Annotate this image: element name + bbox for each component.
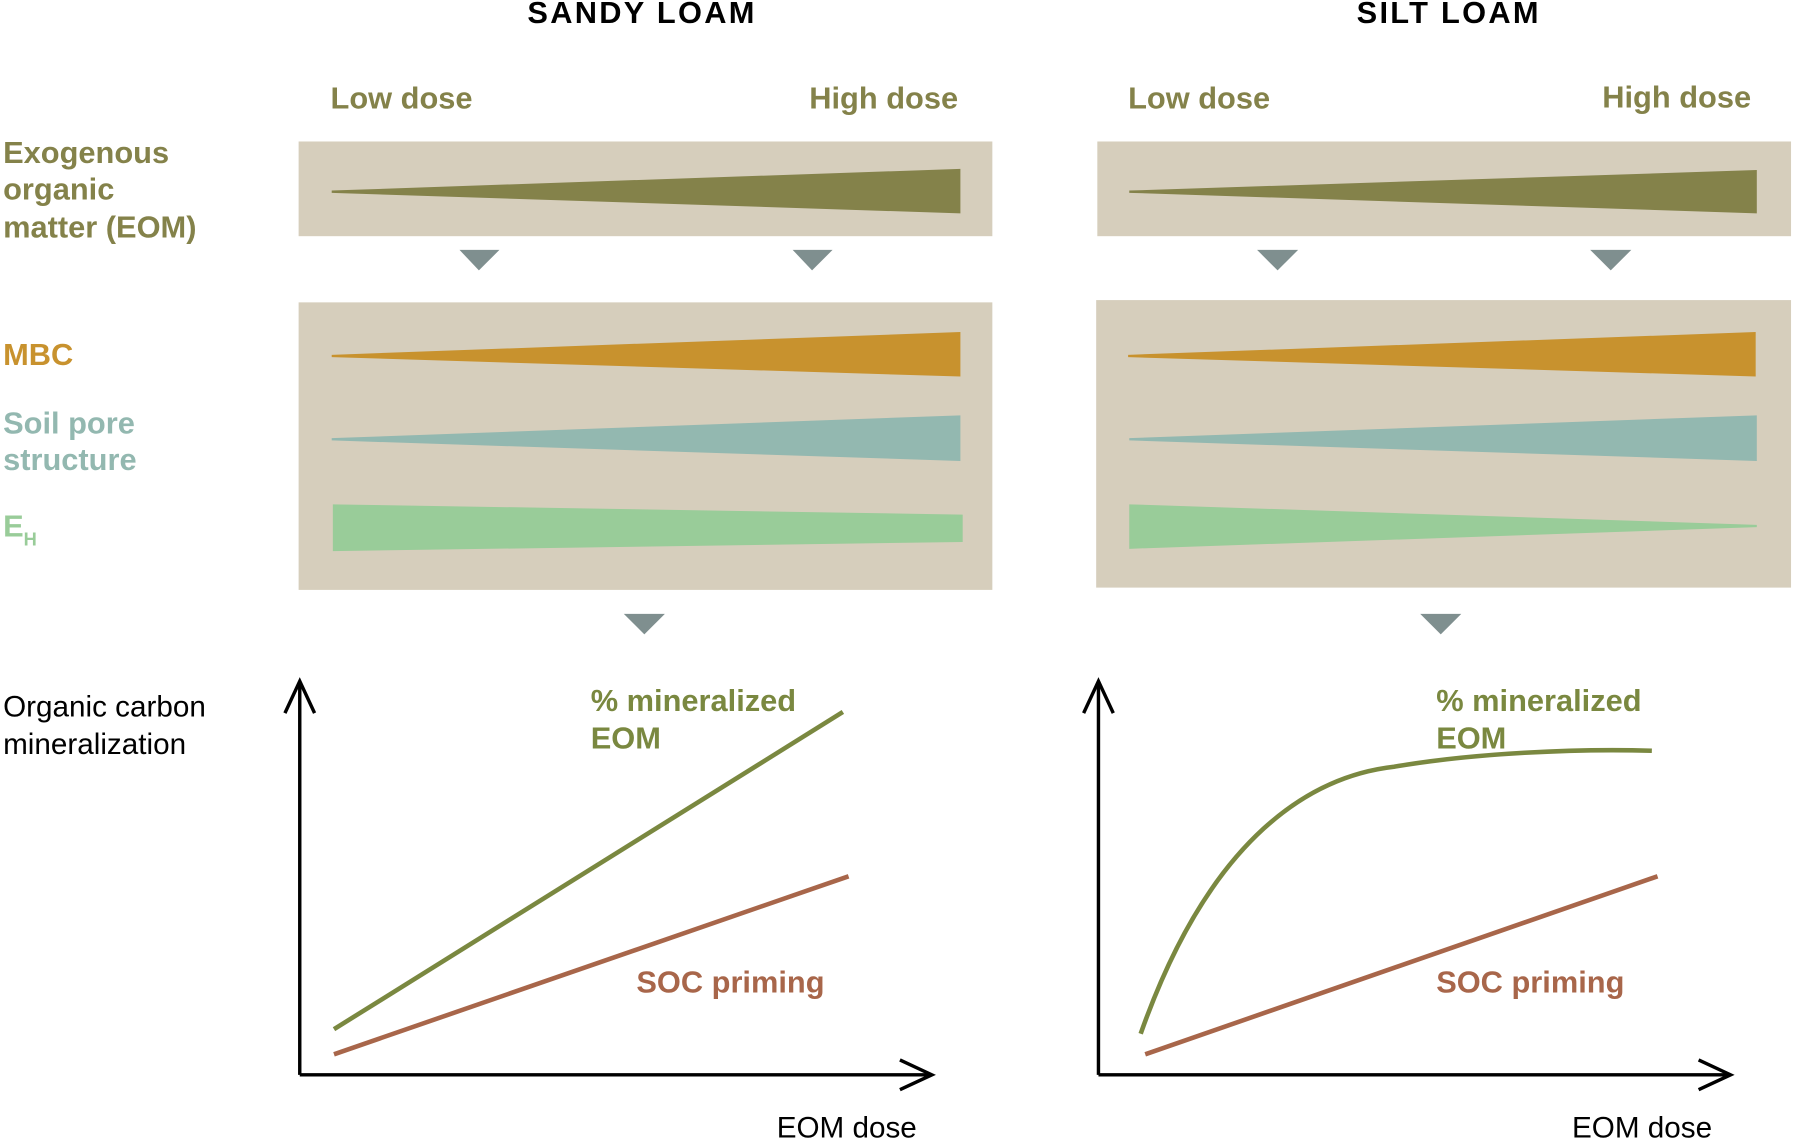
soc-priming-line (1144, 874, 1659, 1057)
mbc-wedge (1128, 332, 1756, 377)
mbc-wedge (331, 332, 961, 377)
high-dose-label: High dose (1602, 79, 1751, 114)
y-axis-label-line: Organic carbon (3, 691, 206, 724)
down-arrow-icon (1420, 613, 1462, 635)
eom-wedge (1129, 170, 1757, 214)
priming-label: SOC priming (636, 965, 824, 1000)
low-dose-label: Low dose (1128, 80, 1270, 115)
pore-wedge (331, 415, 961, 461)
mineralized-label-line: % mineralized (591, 683, 796, 718)
eom-label-line: matter (EOM) (3, 209, 196, 244)
pore-label-line: Soil pore (3, 406, 135, 441)
x-axis-label: EOM dose (777, 1112, 917, 1141)
eh-label-main: E (3, 508, 24, 543)
priming-label: SOC priming (1436, 965, 1624, 1000)
mineralized-label-line: EOM (1436, 720, 1506, 755)
down-arrow-icon (792, 249, 833, 271)
right-graph-axes (1082, 677, 1735, 1092)
eom-label-line: Exogenous (3, 135, 169, 170)
eom-row-label: Exogenous organic matter (EOM) (3, 135, 196, 244)
down-arrow-icon (459, 249, 500, 271)
eom-label-line: organic (3, 172, 114, 207)
left-graph-axes (283, 677, 936, 1092)
panel-title-sandy-loam: SANDY LOAM (527, 0, 756, 30)
eh-label: EH (3, 508, 37, 549)
mbc-label: MBC (3, 337, 73, 372)
eom-wedge (331, 168, 961, 214)
soc-priming-line (333, 874, 850, 1057)
down-arrow-icon (1590, 249, 1632, 271)
panel-title-silt-loam: SILT LOAM (1357, 0, 1541, 30)
mineralized-eom-line (332, 710, 845, 1032)
mineralized-label-line: % mineralized (1436, 683, 1641, 718)
eh-wedge (1129, 504, 1757, 549)
x-axis-label: EOM dose (1572, 1112, 1712, 1141)
mineralized-eom-curve (1138, 747, 1652, 1035)
down-arrow-icon (623, 613, 665, 635)
mineralized-label-line: EOM (591, 720, 661, 755)
pore-wedge (1129, 415, 1757, 461)
y-axis-label-line: mineralization (3, 728, 186, 761)
down-arrow-icon (1257, 249, 1299, 271)
eh-label-sub: H (24, 528, 37, 549)
pore-label-line: structure (3, 442, 137, 477)
high-dose-label: High dose (809, 80, 958, 115)
eh-wedge (332, 504, 963, 552)
low-dose-label: Low dose (331, 80, 473, 115)
